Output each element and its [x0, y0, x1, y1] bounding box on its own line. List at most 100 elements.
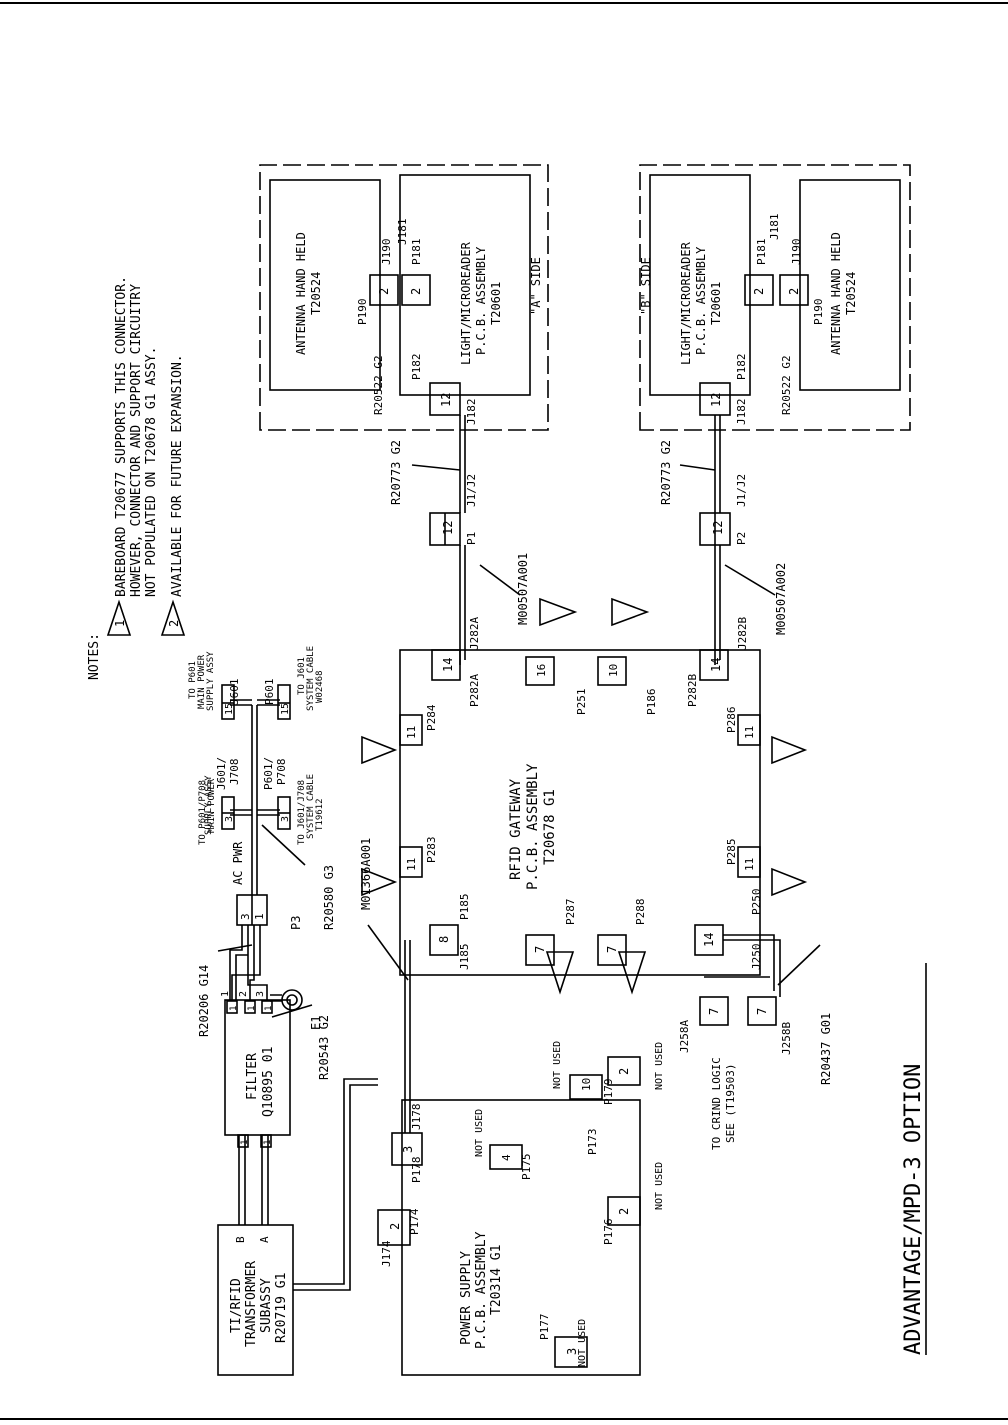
diagram-title: ADVANTAGE/MPD-3 OPTION: [901, 1064, 926, 1355]
r20580-label: R20580 G3: [322, 865, 336, 930]
svg-text:SUPPLY ASSY: SUPPLY ASSY: [204, 775, 214, 835]
p179-connector: [607, 1056, 641, 1086]
svg-text:12: 12: [709, 393, 723, 407]
svg-text:2: 2: [377, 288, 391, 295]
p287-connector: [525, 934, 555, 966]
svg-text:NOT USED: NOT USED: [654, 1042, 665, 1090]
p178-connector: [391, 1132, 423, 1166]
svg-text:P286: P286: [725, 707, 738, 734]
svg-text:MAIN POWER: MAIN POWER: [197, 654, 207, 709]
svg-text:12: 12: [441, 521, 455, 535]
svg-text:P179: P179: [602, 1079, 615, 1106]
filter-part: Q10895 01: [261, 1047, 276, 1117]
svg-text:11: 11: [743, 726, 756, 739]
ps-line3: T20314 G1: [489, 1245, 504, 1315]
svg-text:J258B: J258B: [780, 1022, 793, 1055]
side-b-long-cable-label: R20773 G2: [659, 440, 673, 505]
svg-text:J174: J174: [380, 1240, 393, 1267]
p186-connector: [597, 656, 627, 686]
p282b-connector: [699, 649, 729, 681]
svg-text:P1: P1: [465, 532, 478, 545]
j601-connector: 15 J601 TO P601 MAIN POWER SUPPLY ASSY: [188, 651, 241, 720]
svg-text:P288: P288: [634, 899, 647, 926]
filter-output-wires: [231, 925, 261, 1001]
svg-text:3: 3: [224, 816, 235, 822]
gateway-line3: T20678 G1: [542, 789, 558, 865]
svg-text:2: 2: [238, 991, 249, 997]
side-a-long-cable-label: R20773 G2: [389, 440, 403, 505]
svg-text:3: 3: [565, 1348, 579, 1355]
svg-text:15: 15: [224, 703, 235, 715]
svg-text:ANTENNA HAND HELD: ANTENNA HAND HELD: [829, 232, 843, 355]
svg-text:J601: J601: [228, 679, 241, 706]
svg-text:J1/J2: J1/J2: [735, 474, 748, 507]
svg-text:3: 3: [239, 913, 252, 920]
power-supply-pcb: POWER SUPPLY P.C.B. ASSEMBLY T20314 G1 2…: [377, 1041, 665, 1376]
svg-text:P190: P190: [812, 299, 825, 326]
svg-text:P178: P178: [410, 1157, 423, 1184]
svg-text:1: 1: [247, 1006, 257, 1011]
p176-connector: [607, 1196, 641, 1226]
svg-text:P284: P284: [425, 704, 438, 731]
j258-connectors: 7 7 J258A J258B: [678, 996, 793, 1055]
svg-text:12: 12: [439, 393, 453, 407]
svg-text:2: 2: [409, 288, 423, 295]
svg-text:TO P601/P708: TO P601/P708: [198, 780, 208, 845]
svg-text:P185: P185: [458, 894, 471, 921]
svg-text:P182: P182: [410, 354, 423, 381]
note-1-line2: HOWEVER, CONNECTOR AND SUPPORT CIRCUITRY: [129, 284, 144, 597]
svg-text:7: 7: [755, 1008, 769, 1015]
p3-connector: 3 1 P3: [236, 894, 303, 930]
svg-text:P251: P251: [575, 689, 588, 716]
svg-text:4: 4: [500, 1154, 513, 1161]
svg-text:1: 1: [253, 913, 266, 920]
gateway-line1: RFID GATEWAY: [508, 778, 524, 880]
svg-text:T20601: T20601: [489, 282, 503, 325]
svg-text:T19612: T19612: [315, 798, 325, 831]
svg-text:P175: P175: [520, 1154, 533, 1181]
ground-lug-e1: [281, 989, 303, 1011]
svg-text:15: 15: [280, 703, 291, 715]
transformer-filter-wire-a: [261, 1135, 269, 1225]
note-1-triangle: [106, 599, 132, 636]
side-b-harness: [714, 545, 721, 665]
svg-text:2: 2: [787, 288, 801, 295]
p601-p708-connector: 3 P601/ P708 TO J601/J708 SYSTEM CABLE T…: [262, 757, 325, 845]
svg-text:SYSTEM CABLE: SYSTEM CABLE: [306, 646, 316, 711]
svg-text:8: 8: [437, 936, 451, 943]
svg-text:14: 14: [702, 933, 716, 947]
svg-text:P177: P177: [538, 1314, 551, 1341]
svg-text:J182: J182: [465, 399, 478, 426]
svg-text:J250: J250: [750, 944, 763, 971]
svg-text:P601/: P601/: [262, 757, 275, 790]
svg-text:7: 7: [605, 946, 619, 953]
svg-text:MAIN POWER: MAIN POWER: [207, 778, 217, 833]
filter-in-b-label: B: [234, 1236, 247, 1243]
svg-text:R20522 G2: R20522 G2: [372, 355, 385, 415]
svg-text:P250: P250: [750, 889, 763, 916]
svg-text:P181: P181: [755, 239, 768, 266]
svg-text:J190: J190: [380, 239, 393, 266]
svg-text:1: 1: [229, 1006, 239, 1011]
crind-line1: TO CRIND LOGIC: [710, 1057, 723, 1150]
svg-text:P283: P283: [425, 837, 438, 864]
svg-text:P181: P181: [410, 239, 423, 266]
svg-text:SUPPLY ASSY: SUPPLY ASSY: [206, 651, 216, 711]
transformer-line2: TRANSFORMER: [244, 1261, 259, 1347]
note-2-line1: AVAILABLE FOR FUTURE EXPANSION.: [170, 354, 185, 597]
side-b-label: "B" SIDE: [639, 257, 653, 315]
svg-text:1: 1: [263, 1140, 273, 1145]
filter-in-a-label: A: [258, 1236, 271, 1243]
p286-connector: [737, 714, 761, 746]
transformer-line4: R20719 G1: [274, 1273, 289, 1343]
svg-text:P2: P2: [735, 532, 748, 545]
svg-text:11: 11: [743, 858, 756, 871]
svg-text:TO P601: TO P601: [188, 661, 198, 699]
svg-text:P601: P601: [263, 679, 276, 706]
svg-text:14: 14: [441, 658, 455, 672]
svg-text:P174: P174: [408, 1208, 421, 1235]
ps-line2: P.C.B. ASSEMBLY: [474, 1231, 489, 1349]
svg-text:P.C.B. ASSEMBLY: P.C.B. ASSEMBLY: [474, 246, 488, 355]
gateway-note-triangles: [361, 597, 808, 995]
m01366-label: M01366A001: [359, 838, 373, 910]
